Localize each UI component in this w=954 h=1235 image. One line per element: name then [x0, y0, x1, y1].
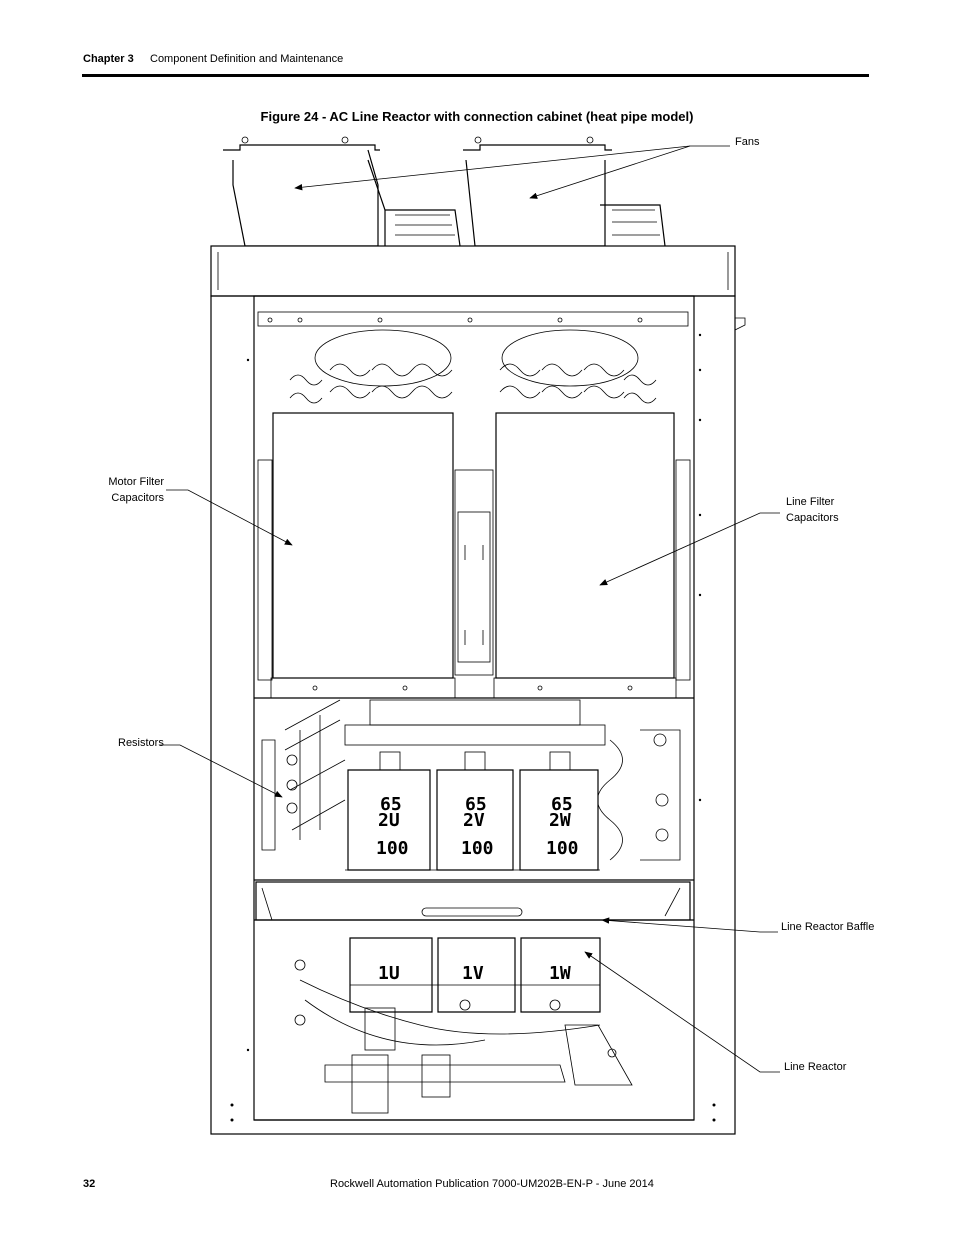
callout-line-filter-line-2: Capacitors	[786, 512, 839, 524]
header-rule	[82, 74, 869, 77]
lower-reactor-labels: 1U 1V 1W	[378, 963, 571, 984]
callout-resistors: Resistors	[118, 737, 164, 749]
reactor-label-2w-bottom: 100	[546, 838, 579, 859]
frame-bolts	[230, 333, 716, 1122]
resistor-assembly	[261, 699, 346, 851]
upper-reactor-labels: 65 2U 100 65 2V 100 65 2W 100	[376, 794, 579, 859]
figure-caption: Figure 24 - AC Line Reactor with connect…	[260, 109, 694, 124]
callout-line-reactor-baffle: Line Reactor Baffle	[781, 921, 875, 933]
callout-line-filter-capacitors: Line Filter Capacitors	[786, 494, 839, 526]
upper-reactor-coils	[345, 751, 600, 871]
reactor-label-1v: 1V	[462, 963, 484, 984]
reactor-label-2v-top: 65	[465, 794, 487, 815]
callout-line-reactor: Line Reactor	[784, 1061, 847, 1073]
reactor-label-2u-bottom: 100	[376, 838, 409, 859]
callout-motor-filter-line-2: Capacitors	[111, 492, 164, 504]
chapter-label: Chapter 3	[83, 53, 134, 65]
callout-motor-filter-capacitors: Motor Filter Capacitors	[96, 474, 164, 506]
top-rail	[210, 245, 736, 297]
callout-motor-filter-line-1: Motor Filter	[108, 476, 164, 488]
section-title: Component Definition and Maintenance	[150, 53, 344, 65]
reactor-label-1u: 1U	[378, 963, 400, 984]
leader-lines	[160, 145, 780, 1073]
fan-right	[463, 136, 666, 247]
publication-info: Rockwell Automation Publication 7000-UM2…	[330, 1178, 654, 1190]
reactor-label-1w: 1W	[549, 963, 571, 984]
reactor-label-2v-bottom: 100	[461, 838, 494, 859]
line-filter-capacitor-box	[495, 412, 675, 679]
insulators	[289, 363, 657, 404]
callout-line-filter-line-1: Line Filter	[786, 496, 835, 508]
page-number: 32	[83, 1178, 96, 1190]
callout-fans: Fans	[735, 136, 760, 148]
reactor-label-2w: 2W	[549, 810, 571, 831]
line-reactor-baffle	[254, 879, 694, 921]
lower-reactor-coils	[294, 937, 633, 1114]
reactor-label-2v: 2V	[463, 810, 485, 831]
reactor-label-2w-top: 65	[551, 794, 573, 815]
reactor-label-2u-top: 65	[380, 794, 402, 815]
motor-filter-capacitor-box	[272, 412, 454, 679]
reactor-label-2u: 2U	[378, 810, 400, 831]
fan-left	[223, 136, 461, 247]
right-side-cabling	[597, 729, 681, 861]
